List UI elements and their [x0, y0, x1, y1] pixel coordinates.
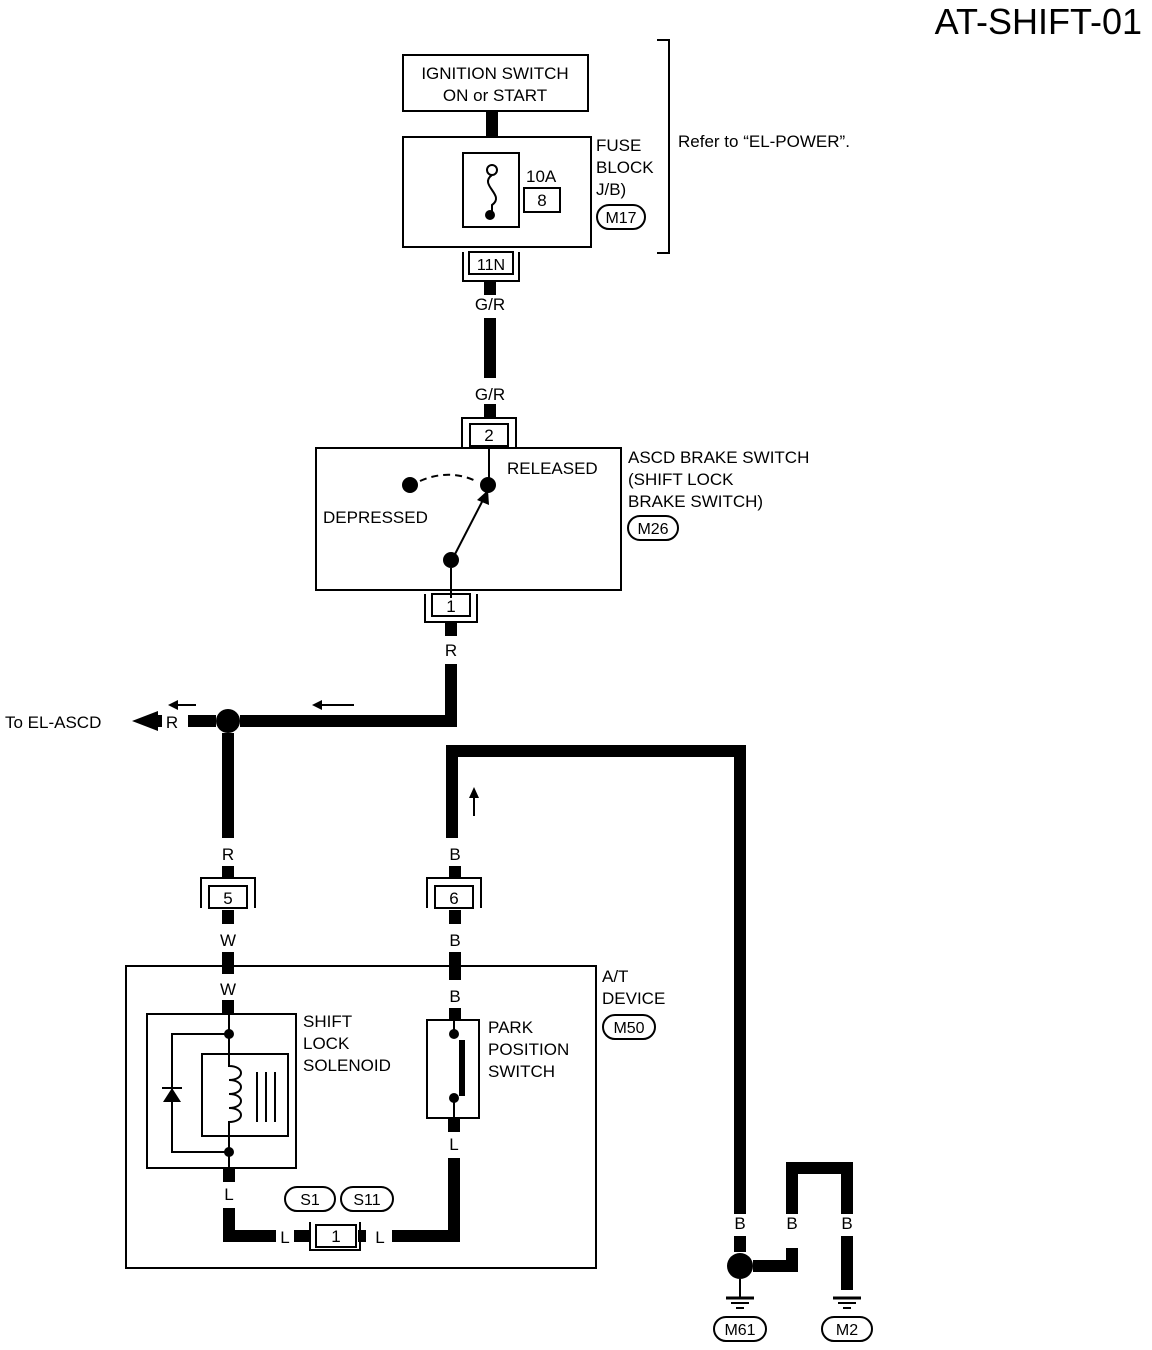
- wire-color-gr-top: G/R: [475, 295, 505, 314]
- fuse-terminal-label: 11N: [477, 257, 505, 274]
- fuse-amperage: 10A: [526, 167, 557, 186]
- fuse-block-label-3: J/B): [596, 180, 626, 199]
- fuse-block-label-2: BLOCK: [596, 158, 654, 177]
- connector-pin-5: 5: [200, 877, 256, 909]
- wire-b-ground: [446, 745, 746, 1214]
- wire-color-r-down: R: [222, 845, 234, 864]
- shift-lock-solenoid: SHIFT LOCK SOLENOID: [146, 1012, 391, 1169]
- wire-color-b-junction: B: [786, 1214, 797, 1233]
- to-el-ascd-label: To EL-ASCD: [5, 713, 101, 732]
- park-switch-label-1: PARK: [488, 1018, 534, 1037]
- splice-point: [216, 709, 240, 733]
- released-label: RELEASED: [507, 459, 598, 478]
- solenoid-label-3: SOLENOID: [303, 1056, 391, 1075]
- brake-switch-label-2: (SHIFT LOCK: [628, 470, 734, 489]
- connector-s11-label: S11: [353, 1192, 380, 1209]
- coil-icon: [228, 1036, 242, 1152]
- fuse-block-connector: M17: [605, 210, 636, 227]
- wire-b-m2: [786, 1162, 853, 1214]
- wire-color-w-inner: W: [220, 980, 236, 999]
- diode-icon: [163, 1088, 181, 1102]
- fuse-number: 8: [537, 191, 546, 210]
- wire-color-w-top: W: [220, 931, 236, 950]
- park-switch-label-3: SWITCH: [488, 1062, 555, 1081]
- wire-color-b-mid: B: [449, 931, 460, 950]
- diagram-title: AT-SHIFT-01: [935, 1, 1142, 42]
- wire-color-l-sol: L: [224, 1185, 233, 1204]
- brake-pin-top: 2: [484, 426, 493, 445]
- brake-pin-bottom: 1: [446, 597, 455, 616]
- refer-note: Refer to “EL-POWER”.: [678, 132, 850, 151]
- connector-5-label: 5: [223, 889, 232, 908]
- connector-s1-label: S1: [300, 1192, 320, 1209]
- fuse-block: 10A 8 FUSE BLOCK J/B) M17: [402, 136, 654, 248]
- connector-pin-2: 2: [461, 417, 517, 448]
- at-device-label-2: DEVICE: [602, 989, 665, 1008]
- connector-pin-6: 6: [426, 877, 482, 909]
- ground-splice: [727, 1253, 753, 1279]
- ascd-brake-switch: RELEASED DEPRESSED ASCD BRAKE SWITCH (SH…: [315, 447, 809, 598]
- wire-color-b-inner: B: [449, 987, 460, 1006]
- wire-l-right: [392, 1158, 460, 1242]
- ground-m2-label: M2: [836, 1322, 858, 1339]
- depressed-label: DEPRESSED: [323, 508, 428, 527]
- wire-color-r-left: R: [166, 713, 178, 732]
- wire-l-left: [223, 1208, 276, 1242]
- at-device: A/T DEVICE M50: [125, 965, 665, 1269]
- brake-switch-label-3: BRAKE SWITCH): [628, 492, 763, 511]
- wire-color-b-m2: B: [841, 1214, 852, 1233]
- ignition-label-2: ON or START: [443, 86, 547, 105]
- ground-m61-label: M61: [724, 1322, 755, 1339]
- ground-icon: [726, 1296, 754, 1309]
- wire-color-b-top: B: [449, 845, 460, 864]
- at-device-label-1: A/T: [602, 967, 628, 986]
- at-device-connector: M50: [613, 1020, 644, 1037]
- wire-color-l-right: L: [375, 1228, 384, 1247]
- ignition-switch: IGNITION SWITCH ON or START: [402, 54, 589, 112]
- connector-11n: 11N: [462, 251, 520, 282]
- brake-switch-connector: M26: [637, 521, 668, 538]
- solenoid-label-1: SHIFT: [303, 1012, 352, 1031]
- wire-color-gr-bottom: G/R: [475, 385, 505, 404]
- wire-color-l-left: L: [280, 1228, 289, 1247]
- wire-color-l-park: L: [449, 1135, 458, 1154]
- brake-switch-label-1: ASCD BRAKE SWITCH: [628, 448, 809, 467]
- park-position-switch: PARK POSITION SWITCH: [426, 1018, 569, 1119]
- ground-icon: [833, 1296, 861, 1309]
- wire-r: [240, 664, 457, 727]
- park-switch-label-2: POSITION: [488, 1040, 569, 1059]
- connector-pin-1: 1: [424, 593, 478, 623]
- to-el-ascd-arrow: [132, 711, 158, 731]
- ignition-label-1: IGNITION SWITCH: [421, 64, 568, 83]
- connector-s1-s11: 1 S1 S11: [284, 1186, 394, 1251]
- connector-6-label: 6: [449, 889, 458, 908]
- connector-1-label: 1: [331, 1227, 340, 1246]
- wire-color-r-brake: R: [445, 641, 457, 660]
- refer-bracket: [657, 39, 670, 254]
- wire-color-b-m61: B: [734, 1214, 745, 1233]
- fuse-block-label-1: FUSE: [596, 136, 641, 155]
- solenoid-label-2: LOCK: [303, 1034, 350, 1053]
